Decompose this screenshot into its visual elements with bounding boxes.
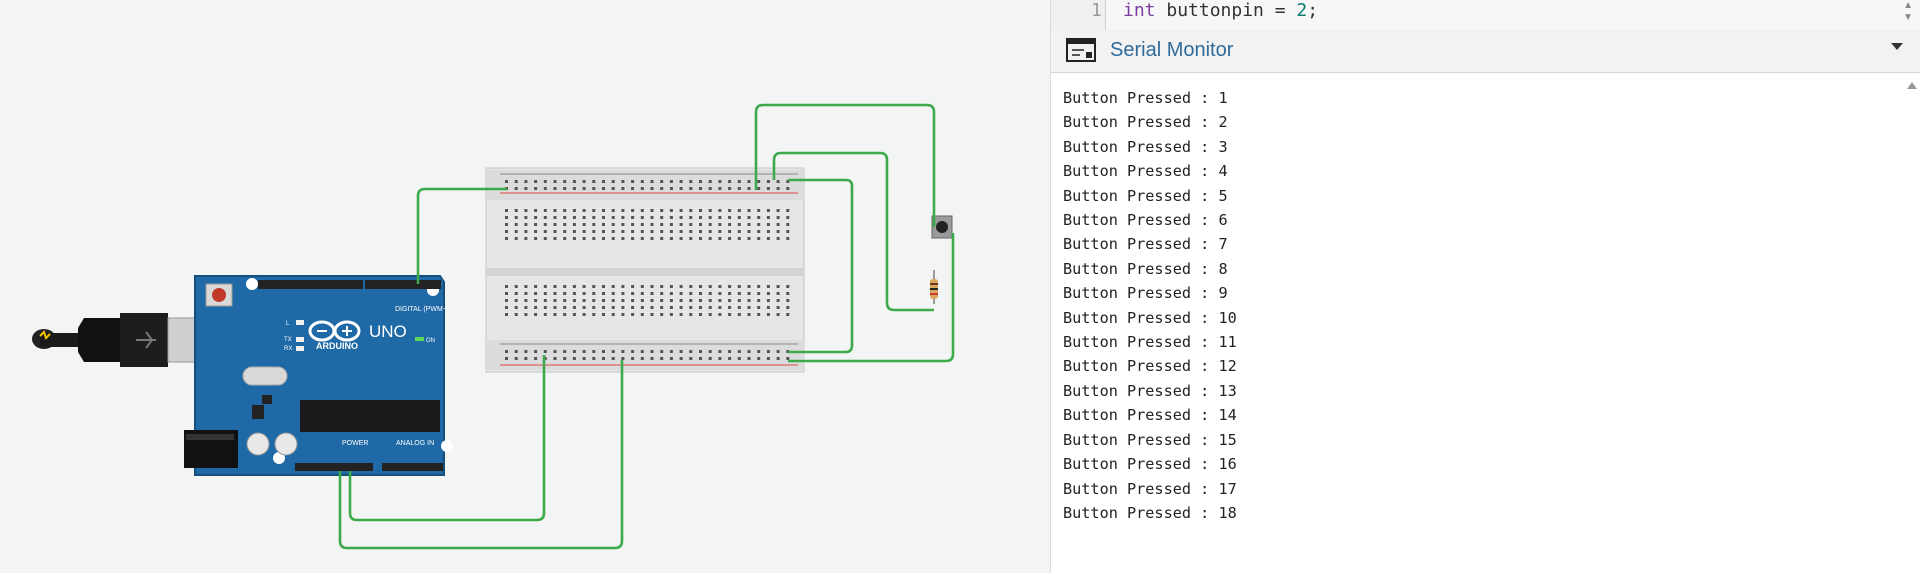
serial-output-line: Button Pressed : 15 bbox=[1063, 430, 1237, 449]
pushbutton[interactable] bbox=[931, 215, 953, 239]
wire-resistor[interactable] bbox=[772, 151, 934, 312]
serial-output-line: Button Pressed : 11 bbox=[1063, 333, 1237, 352]
wire-5v[interactable] bbox=[348, 355, 546, 522]
wire-button-top[interactable] bbox=[754, 103, 936, 227]
code-end: ; bbox=[1307, 0, 1319, 21]
scroll-up-icon[interactable] bbox=[1907, 82, 1917, 89]
serial-monitor-output[interactable]: Button Pressed : 1 Button Pressed : 2 Butt… bbox=[1063, 86, 1883, 546]
wire-gnd[interactable] bbox=[338, 360, 624, 550]
serial-monitor-scrollbar[interactable] bbox=[1906, 80, 1918, 560]
wire-button-bottom[interactable] bbox=[788, 233, 955, 363]
scroll-arrows-icon[interactable]: ▲▼ bbox=[1903, 0, 1913, 23]
serial-output-line: Button Pressed : 4 bbox=[1063, 162, 1228, 181]
serial-monitor-title: Serial Monitor bbox=[1110, 39, 1234, 61]
serial-output-line: Button Pressed : 7 bbox=[1063, 235, 1228, 254]
serial-output-line: Button Pressed : 5 bbox=[1063, 186, 1228, 205]
serial-output-line: Button Pressed : 17 bbox=[1063, 479, 1237, 498]
tx-label: TX bbox=[284, 337, 292, 343]
serial-output-line: Button Pressed : 2 bbox=[1063, 113, 1228, 132]
wire-pin2[interactable] bbox=[416, 187, 507, 284]
code-text: buttonpin = bbox=[1155, 0, 1297, 21]
serial-output-line: Button Pressed : 1 bbox=[1063, 89, 1228, 107]
line-number: 1 bbox=[1091, 0, 1102, 21]
serial-output-line: Button Pressed : 3 bbox=[1063, 137, 1228, 156]
code-keyword: int bbox=[1123, 0, 1156, 21]
circuit-canvas[interactable]: DIGITAL (PWM~) UNO ARDUINO ON TX RX L bbox=[0, 0, 1050, 573]
code-value: 2 bbox=[1296, 0, 1308, 21]
uno-label: UNO bbox=[369, 322, 407, 341]
arduino-brand-label: ARDUINO bbox=[316, 341, 358, 351]
circuit-drawing[interactable]: DIGITAL (PWM~) UNO ARDUINO ON TX RX L bbox=[0, 0, 1050, 573]
wires[interactable] bbox=[338, 103, 955, 550]
right-panel: 1 int buttonpin = 2; ▲▼ Serial Monitor B… bbox=[1050, 0, 1920, 573]
l-led-label: L bbox=[286, 321, 290, 327]
serial-monitor-header[interactable]: Serial Monitor bbox=[1051, 30, 1920, 73]
breadboard[interactable] bbox=[485, 167, 805, 373]
serial-output-line: Button Pressed : 14 bbox=[1063, 406, 1237, 425]
arduino-logo bbox=[308, 320, 361, 342]
rx-label: RX bbox=[284, 346, 292, 352]
serial-output-line: Button Pressed : 12 bbox=[1063, 357, 1237, 376]
serial-output-line: Button Pressed : 13 bbox=[1063, 381, 1237, 400]
arduino-uno-board[interactable]: DIGITAL (PWM~) UNO ARDUINO ON TX RX L bbox=[184, 275, 453, 476]
serial-monitor-icon bbox=[1066, 38, 1096, 62]
code-editor[interactable]: 1 int buttonpin = 2; ▲▼ bbox=[1051, 0, 1920, 31]
resistor[interactable] bbox=[930, 270, 938, 304]
code-gutter bbox=[1051, 0, 1106, 30]
breadboard-holes[interactable] bbox=[505, 180, 790, 360]
chevron-down-icon[interactable] bbox=[1891, 43, 1903, 50]
serial-output-line: Button Pressed : 16 bbox=[1063, 455, 1237, 474]
analog-label: ANALOG IN bbox=[396, 440, 434, 447]
serial-output-line: Button Pressed : 9 bbox=[1063, 284, 1228, 303]
wire-rail-vcc[interactable] bbox=[788, 178, 854, 354]
digital-label: DIGITAL (PWM~) bbox=[395, 306, 449, 313]
serial-output-line: Button Pressed : 6 bbox=[1063, 211, 1228, 230]
power-label: POWER bbox=[342, 440, 368, 447]
serial-output-line: Button Pressed : 18 bbox=[1063, 503, 1237, 522]
serial-output-line: Button Pressed : 10 bbox=[1063, 308, 1237, 327]
on-label: ON bbox=[426, 338, 435, 344]
serial-output-line: Button Pressed : 8 bbox=[1063, 259, 1228, 278]
code-line[interactable]: int buttonpin = 2; bbox=[1123, 0, 1318, 21]
